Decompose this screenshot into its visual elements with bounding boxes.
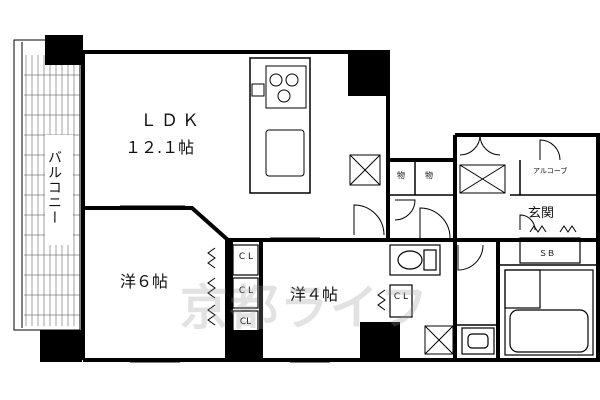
windows <box>120 205 330 363</box>
storage-label-1: 物 <box>397 171 405 180</box>
closet-doors <box>207 225 577 326</box>
refrigerator-space <box>349 154 381 186</box>
balcony-label: バルコニー <box>46 150 62 225</box>
western-room-6-label: 洋６帖 <box>120 272 169 291</box>
toilet <box>389 244 441 276</box>
structural-columns <box>40 35 400 362</box>
western-room-4-label: 洋４帖 <box>290 285 339 304</box>
alcove-label: アルコーブ <box>533 167 568 175</box>
walls <box>81 50 600 362</box>
kitchen-counter <box>249 57 311 194</box>
balcony <box>13 39 81 331</box>
entrance-label: 玄関 <box>528 206 555 221</box>
ldk-label: ＬＤＫ <box>140 111 203 131</box>
closet-label-d: C L <box>393 292 409 302</box>
shoe-box-label: ＳＢ <box>539 249 555 258</box>
closet-label-b: C L <box>238 286 254 296</box>
hall-cabinet <box>459 164 506 194</box>
ldk-size-label: １２.１帖 <box>125 138 195 157</box>
door-swings <box>353 134 561 271</box>
partitions <box>388 160 598 326</box>
closet-boxes <box>232 237 581 332</box>
storage-label-2: 物 <box>425 171 433 180</box>
washbasin <box>461 327 495 355</box>
bathtub <box>504 269 594 356</box>
utility-box <box>424 325 454 355</box>
closet-label-a: C L <box>238 252 254 262</box>
closet-label-c: CL <box>239 317 252 327</box>
watermark-logo: 京都ライフ <box>180 280 431 336</box>
